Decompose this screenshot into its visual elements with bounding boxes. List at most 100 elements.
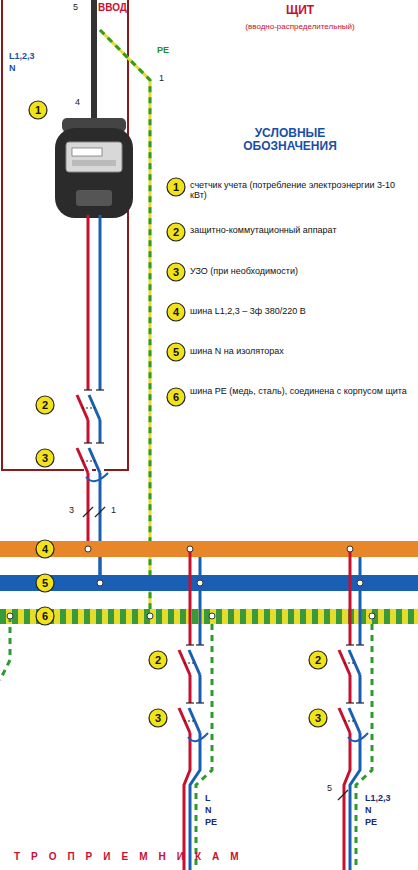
breaker-contact [349,650,360,675]
pe-wire [196,624,212,870]
callout-circle [167,303,185,321]
meter-window [66,142,122,172]
wire-name: PE [364,818,378,828]
callout-circle [36,574,54,592]
contact-stop [346,702,354,703]
callout-number: 4 [168,306,184,318]
contact-stop [196,644,204,645]
breaker-symbol [77,390,104,420]
input-cable [91,0,97,122]
callout-circle [309,651,327,669]
callout-circle [36,449,54,467]
wire-count: 5 [72,3,79,13]
callout-circle [167,343,185,361]
mechanical-link [82,461,95,462]
wire-count: 3 [68,506,75,516]
legend-text: УЗО (при необходимости) [190,266,410,276]
pe-label: PE [156,46,170,56]
wire-name: L [204,794,212,804]
legend-text: шина PE (медь, сталь), соединена с корпу… [190,386,410,396]
callout-number: 2 [310,654,326,666]
neutral-bus [0,575,418,591]
breaker-symbol [339,645,364,675]
rcd-symbol [339,703,368,741]
contact-stop [84,389,92,390]
callout-circle [149,709,167,727]
wire-count-mark [95,507,105,517]
wire-name: N [364,806,373,816]
bus-joint [357,580,363,586]
phase-bus [0,541,418,557]
bus-joint [347,546,353,552]
meter-body [55,128,133,218]
legend-text: шина N на изоляторах [190,346,410,356]
callout-number: 2 [37,399,53,411]
bus-joint [209,613,215,619]
wire-name: N [204,806,213,816]
wire-count: 4 [74,98,81,108]
callout-number: 5 [37,577,53,589]
mechanical-link [344,663,355,664]
panel-title: ЩИТ [286,4,314,17]
contact-stop [196,702,204,703]
callout-number: 1 [30,104,46,116]
bus-joint [187,546,193,552]
neutral-label: N [9,64,16,74]
callout-number: 6 [168,391,184,403]
rcd-sensor [348,733,368,741]
panel-frame [2,0,128,470]
pe-wire [100,30,150,616]
rcd-sensor [188,733,208,741]
contact-stop [346,644,354,645]
meter-terminal [76,190,112,206]
bus-joint [197,580,203,586]
callout-circle [167,178,185,196]
callout-number: 6 [37,610,53,622]
rcd-symbol [77,443,108,481]
callout-number: 2 [150,654,166,666]
callout-number: 3 [310,712,326,724]
contact-stop [186,644,194,645]
wire-name: PE [204,818,218,828]
bus-joint [369,613,375,619]
callout-number: 3 [168,266,184,278]
wire-count-mark [338,790,348,800]
callout-number: 1 [168,181,184,193]
mechanical-link [184,663,195,664]
rcd-sensor [86,473,108,481]
contact-stop [356,702,364,703]
neutral-wire [99,557,102,583]
phase-wire [87,215,90,549]
callout-circle [167,263,185,281]
callout-number: 3 [150,712,166,724]
callout-circle [167,388,185,406]
mechanical-link [184,721,195,722]
meter-plate [72,160,116,166]
legend-text: защитно-коммутационный аппарат [190,225,410,235]
pe-wire [100,30,150,616]
contact-stop [96,442,104,443]
pe-bus [0,609,418,624]
legend-heading: УСЛОВНЫЕ ОБОЗНАЧЕНИЯ [215,127,365,153]
meter-dial [72,148,102,156]
contact-stop [186,702,194,703]
legend-text: шина L1,2,3 – 3ф 380/220 В [190,306,410,316]
bus-joint [85,546,91,552]
panel-subtitle: (вводно-распределительный) [245,23,354,32]
input-label: ВВОД [98,2,127,13]
wire-name: L1,2,3 [364,794,392,804]
wire-count: 1 [158,74,165,84]
callout-circle [29,101,47,119]
pe-wire [0,616,10,680]
contact-stop [356,644,364,645]
rcd-contact [189,708,200,733]
callout-circle [309,709,327,727]
callout-number: 3 [37,452,53,464]
callout-number: 4 [37,543,53,555]
wire-count: 1 [110,506,117,516]
bus-joint [147,613,153,619]
wire-count: 5 [326,784,333,794]
callout-circle [36,607,54,625]
callout-circle [36,540,54,558]
breaker-contact [189,650,200,675]
